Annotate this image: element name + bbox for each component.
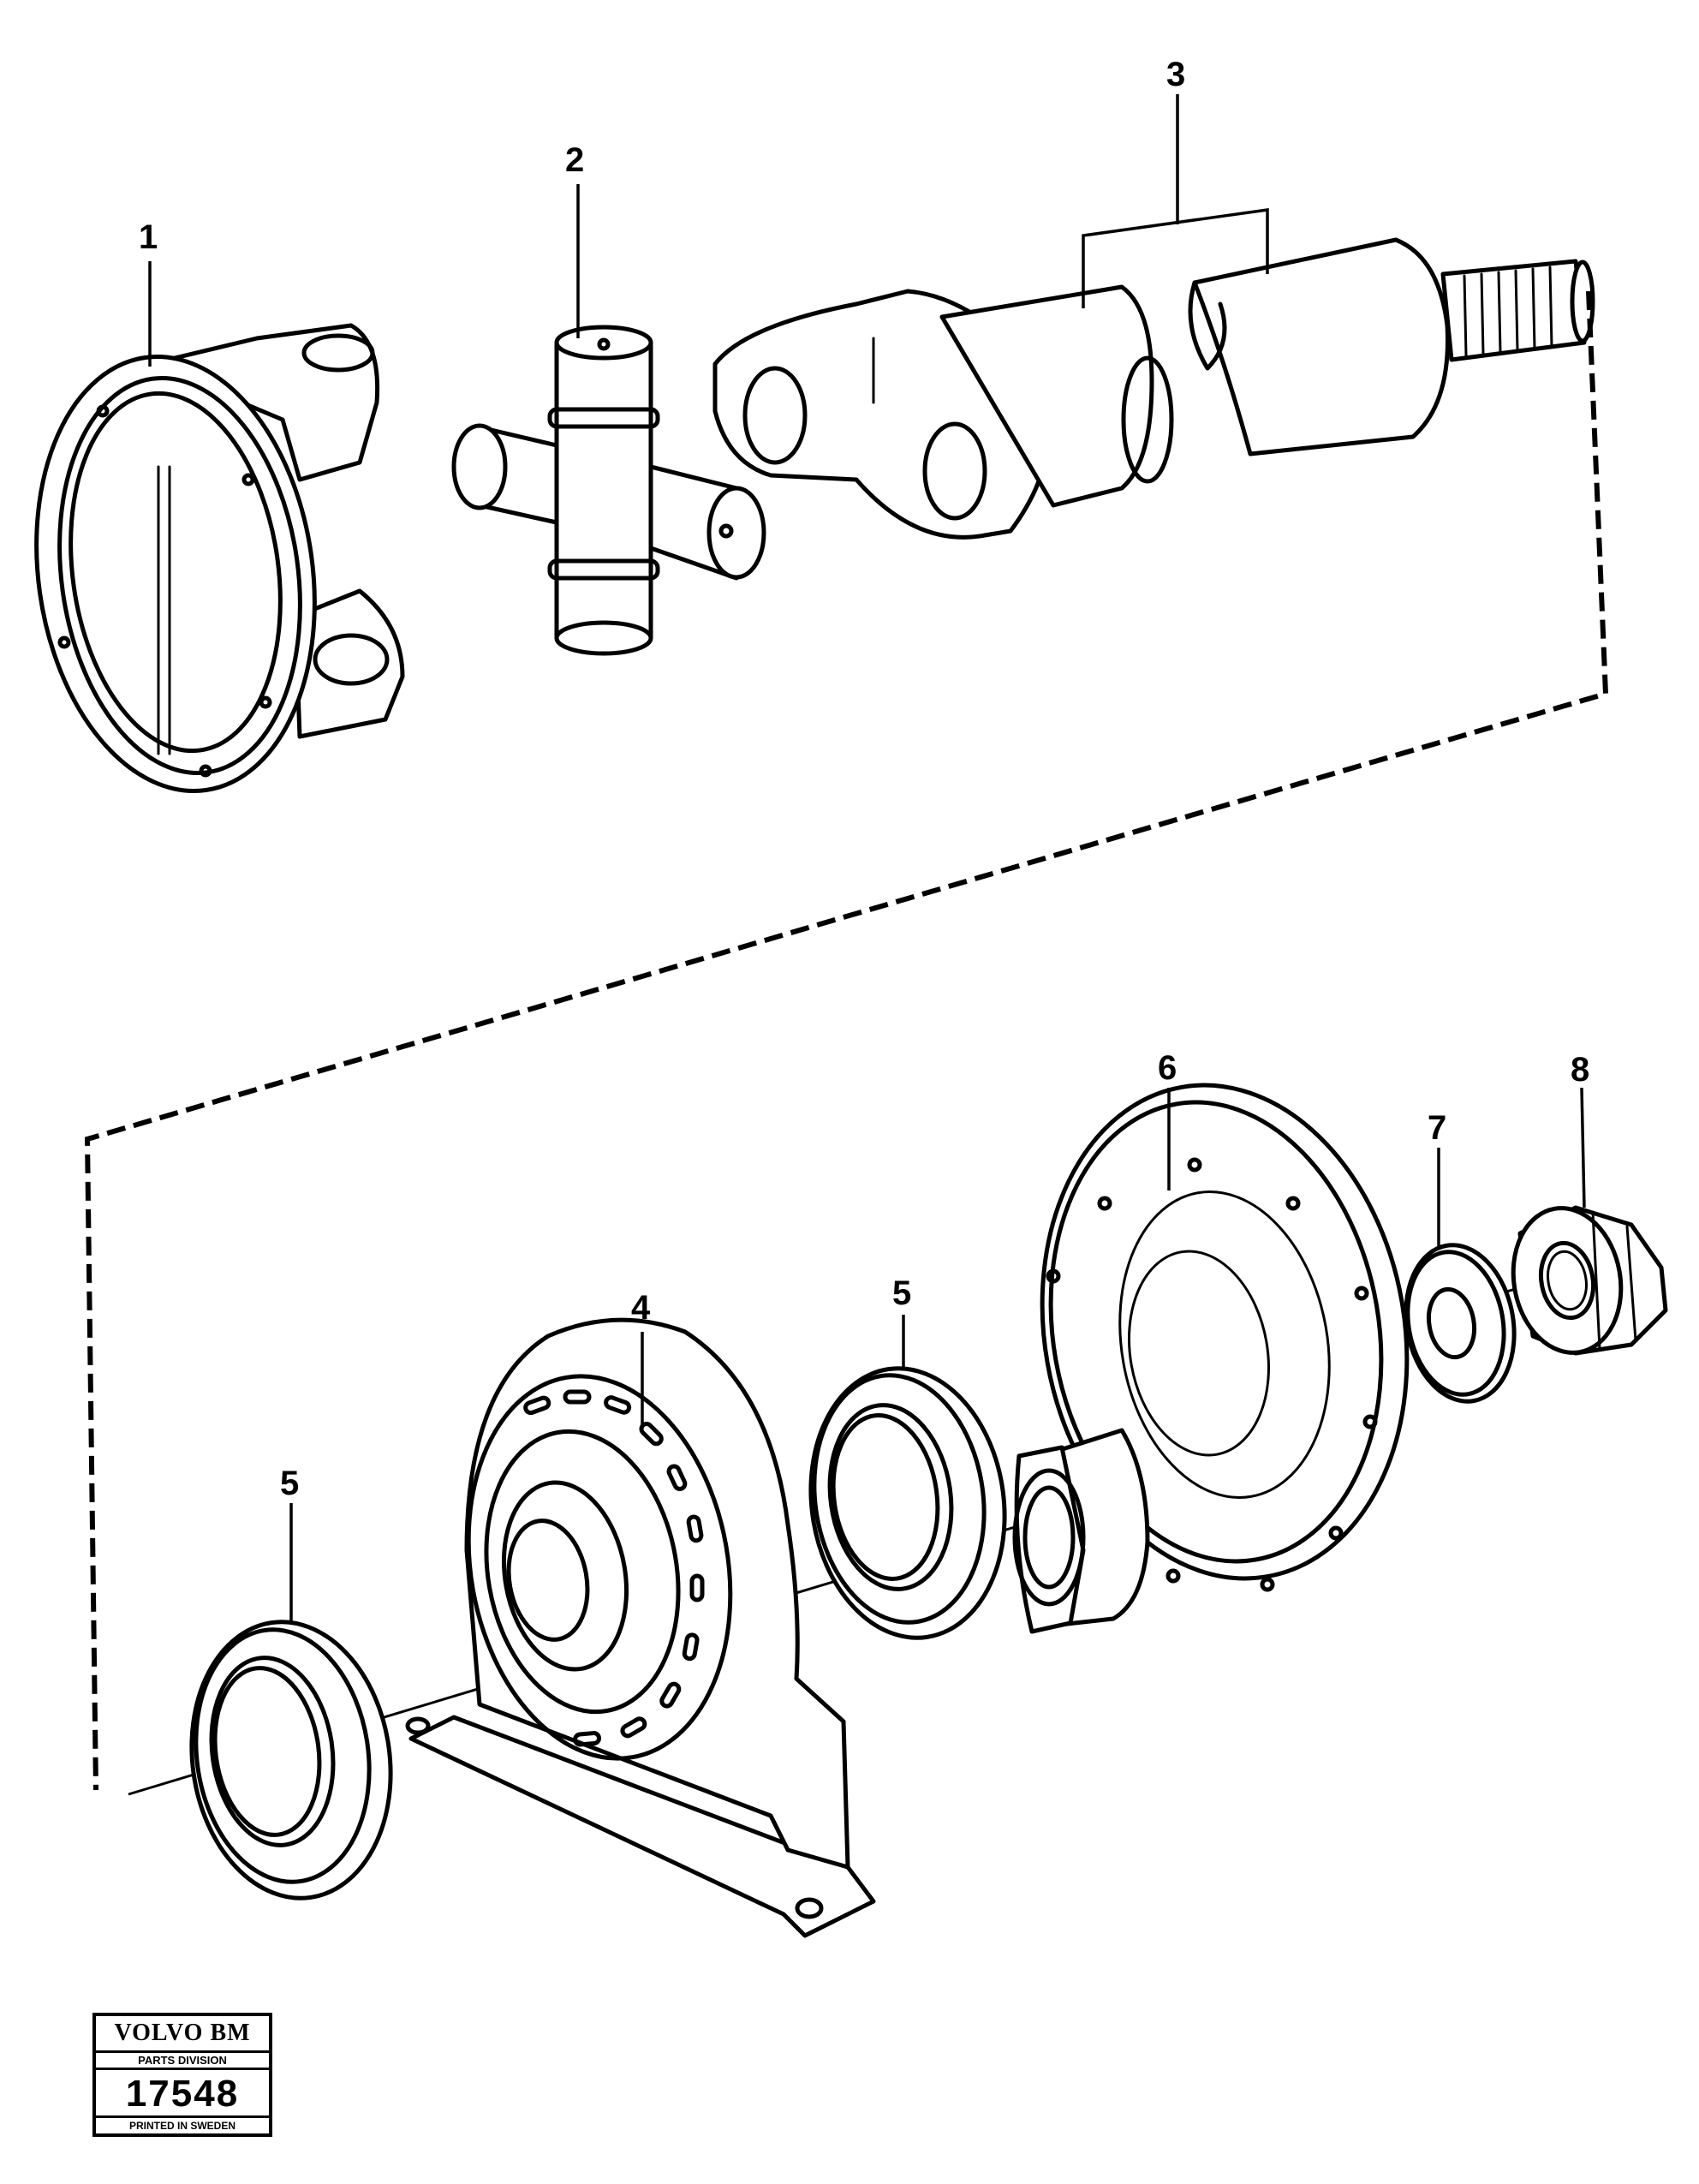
callout-6: 6: [1158, 1049, 1177, 1087]
part-5-seal-left: [189, 1620, 393, 1901]
part-2-cross-spider: [451, 325, 766, 656]
part-7-washer: [1404, 1243, 1517, 1404]
logo-division: PARTS DIVISION: [96, 2050, 269, 2070]
logo-printed: PRINTED IN SWEDEN: [96, 2115, 269, 2133]
part-6-companion-flange: [1012, 1083, 1410, 1634]
callout-3: 3: [1166, 56, 1185, 93]
callout-2: 2: [565, 141, 584, 179]
callout-5-right: 5: [892, 1274, 911, 1312]
callout-4: 4: [631, 1289, 651, 1327]
callout-7: 7: [1428, 1109, 1446, 1147]
logo-brand: VOLVO BM: [114, 2020, 251, 2046]
part-4-center-bearing: [405, 1317, 876, 1938]
part-8-nut: [1511, 1205, 1668, 1356]
callout-1: 1: [139, 218, 158, 256]
leader-3: [1082, 207, 1269, 308]
illustration-number: 17548: [125, 2073, 240, 2115]
part-1-flange-yoke: [34, 323, 405, 793]
part-5-seal-right: [808, 1366, 1007, 1640]
part-3-slip-yoke-shaft: [712, 237, 1595, 540]
callout-8: 8: [1571, 1051, 1589, 1089]
volvo-bm-logo-stamp: VOLVO BM PARTS DIVISION 17548 PRINTED IN…: [92, 2013, 272, 2137]
leader-8: [1580, 1087, 1586, 1208]
assembly-dashed-line: [84, 290, 1609, 1791]
callout-5-left: 5: [280, 1465, 299, 1502]
